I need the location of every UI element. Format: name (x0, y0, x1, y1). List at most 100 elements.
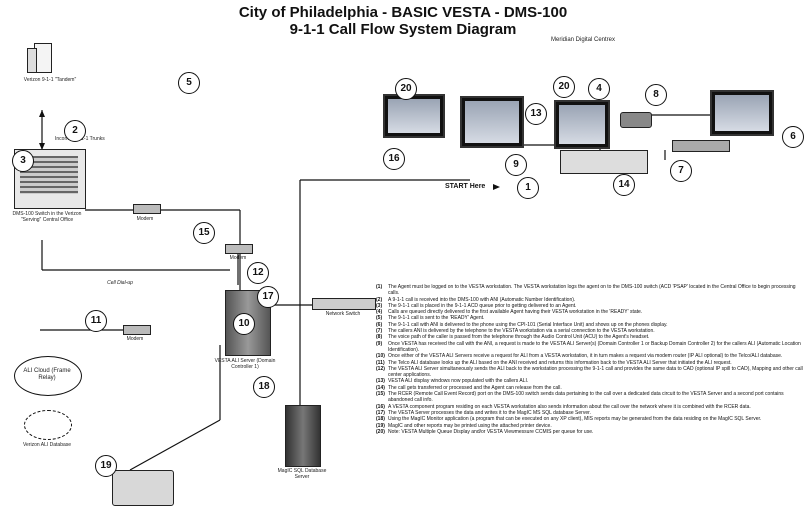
monitor-1-icon (383, 94, 445, 138)
marker-3: 3 (12, 150, 34, 172)
note-row: (7) The callers ANI is delivered by the t… (376, 328, 804, 334)
note-number: (2) (376, 296, 383, 303)
modem-top-label: Modem (136, 216, 154, 222)
note-text: The 9-1-1 call with ANI is delivered to … (388, 321, 668, 328)
modem-top-icon (133, 204, 161, 214)
note-number: (3) (376, 302, 383, 309)
note-text: Once either of the VESTA ALI Servers rec… (388, 353, 783, 360)
marker-13: 13 (525, 103, 547, 125)
note-number: (6) (376, 321, 383, 328)
note-row: (14)The call gets transferred or process… (376, 385, 804, 391)
note-row: (12)The VESTA ALI Server simultaneously … (376, 366, 804, 379)
note-number: (5) (376, 315, 383, 322)
marker-5: 5 (178, 72, 200, 94)
note-text: The VESTA Server processes the data and … (388, 409, 591, 416)
note-row: (15)The RCER (Remote Call Event Record) … (376, 391, 804, 404)
note-number: (13) (376, 378, 385, 385)
note-number: (1) (376, 284, 383, 290)
start-here-label: START Here (445, 183, 486, 190)
monitor-2-icon (460, 96, 524, 148)
tandem-switch-side (27, 48, 37, 73)
marker-18: 18 (253, 376, 275, 398)
vesta-ali-server-label: VESTA ALI Server (Domain Controller 1) (214, 358, 276, 370)
note-text: A VESTA component program residing on ea… (388, 403, 751, 410)
note-number: (10) (376, 353, 385, 360)
note-text: The Agent must be logged on to the VESTA… (388, 284, 796, 297)
note-text: Calls are queued directly delivered to t… (388, 309, 643, 316)
marker-2: 2 (64, 120, 86, 142)
note-number: (17) (376, 409, 385, 416)
note-number: (18) (376, 416, 385, 423)
marker-16: 16 (383, 148, 405, 170)
meridian-label: Meridian Digital Centrex (550, 37, 616, 43)
ali-cloud-label: ALI Cloud (Frame Relay) (23, 368, 71, 381)
note-text: The callers ANI is delivered by the tele… (388, 328, 655, 335)
modem-mid-label: Modem (229, 255, 247, 261)
ali-cloud-icon (14, 356, 82, 396)
note-row: (1) The Agent must be logged on to the VE… (376, 284, 804, 297)
marker-17: 17 (257, 286, 279, 308)
note-row: (5)The 9-1-1 call is sent to the 'READY'… (376, 315, 804, 321)
marker-11: 11 (85, 310, 107, 332)
marker-9: 9 (505, 154, 527, 176)
marker-6: 6 (782, 126, 804, 148)
note-row: (6) The 9-1-1 call with ANI is delivered … (376, 322, 804, 328)
note-number: (20) (376, 428, 385, 435)
marker-20b: 20 (395, 78, 417, 100)
note-text: VESTA ALI display windows now populated … (388, 378, 529, 385)
note-number: (7) (376, 328, 383, 335)
note-row: (11)The Telco ALI database looks up the … (376, 360, 804, 366)
marker-12: 12 (247, 262, 269, 284)
note-text: Note: VESTA Multiple Queue Display and/o… (388, 428, 594, 435)
note-row: (16)A VESTA component program residing o… (376, 404, 804, 410)
note-row: (3) The 9-1-1 call is placed in the 9-1-1… (376, 303, 804, 309)
network-switch-icon (312, 298, 376, 310)
note-row: (8) The voice path of the caller is passe… (376, 334, 804, 340)
note-row: (20)Note: VESTA Multiple Queue Display a… (376, 429, 804, 435)
cell-dial-label: Cell Dial-up (107, 280, 133, 286)
phone-console-icon (560, 150, 648, 174)
note-number: (4) (376, 309, 383, 316)
marker-1: 1 (517, 177, 539, 199)
network-switch-label: Network Switch (325, 311, 361, 317)
diagram-title-line2: 9-1-1 Call Flow System Diagram (289, 21, 517, 38)
note-text: The RCER (Remote Call Event Record) port… (388, 391, 784, 404)
note-row: (9) Once VESTA has received the call with… (376, 341, 804, 354)
marker-7: 7 (670, 160, 692, 182)
note-number: (12) (376, 365, 385, 372)
interface-unit-icon (672, 140, 730, 152)
note-number: (8) (376, 334, 383, 341)
note-row: (10)Once either of the VESTA ALI Servers… (376, 353, 804, 359)
printer-icon (112, 470, 174, 506)
marker-20a: 20 (553, 76, 575, 98)
note-row: (17)The VESTA Server processes the data … (376, 410, 804, 416)
note-number: (16) (376, 403, 385, 410)
note-text: The voice path of the caller is passed f… (388, 334, 650, 341)
modem-left-label: Modem (126, 336, 144, 342)
tandem-label: Verizon 9-1-1 "Tandem" (23, 77, 77, 83)
note-text: MagIC and other reports may be printed u… (388, 422, 552, 429)
ali-database-icon (24, 410, 72, 440)
central-office-label: DMS-100 Switch in the Verizon "Serving" … (12, 211, 82, 223)
monitor-3-icon (554, 100, 610, 149)
note-number: (11) (376, 359, 385, 366)
note-row: (4) Calls are queued directly delivered t… (376, 309, 804, 315)
note-text: Using the MagIC Monitor application (a p… (388, 416, 762, 423)
note-row: (19)MagIC and other reports may be print… (376, 423, 804, 429)
marker-4: 4 (588, 78, 610, 100)
note-row: (2) A 9-1-1 call is received into the DMS… (376, 297, 804, 303)
modem-mid-icon (225, 244, 253, 254)
note-row: (13)VESTA ALI display windows now popula… (376, 378, 804, 384)
note-text: The 9-1-1 call is placed in the 9-1-1 AC… (388, 302, 577, 309)
note-text: The Telco ALI database looks up the ALI … (388, 359, 732, 366)
note-number: (9) (376, 340, 383, 347)
note-text: The call gets transferred or processed a… (388, 384, 562, 391)
modem-left-icon (123, 325, 151, 335)
marker-8: 8 (645, 84, 667, 106)
note-text: A 9-1-1 call is received into the DMS-10… (388, 296, 576, 303)
note-number: (19) (376, 422, 385, 429)
note-text: The VESTA ALI Server simultaneously send… (388, 365, 803, 379)
note-text: Once VESTA has received the call with th… (388, 340, 801, 353)
note-number: (15) (376, 391, 385, 398)
